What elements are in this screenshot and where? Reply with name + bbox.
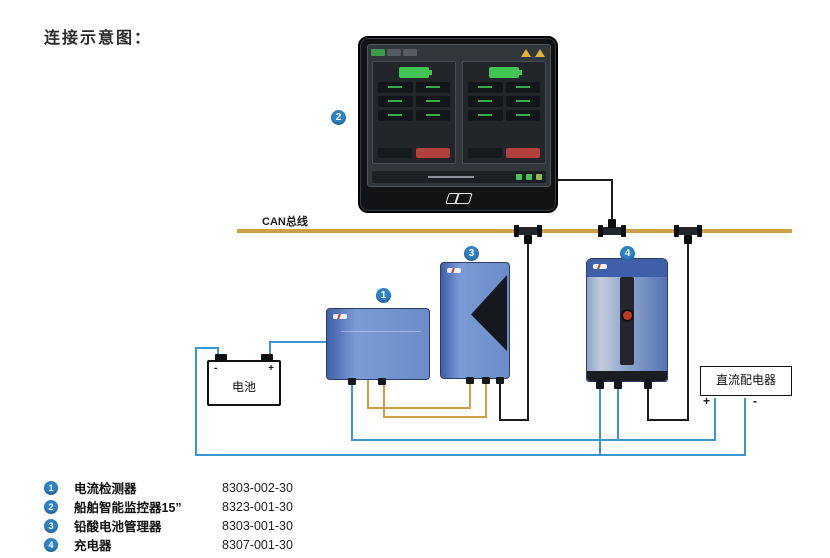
wire-detector-to-dc-plus [351, 380, 716, 441]
connector-stub [482, 377, 490, 384]
badge-1: 1 [376, 288, 391, 303]
alert-indicator [416, 148, 450, 158]
wire-battery-to-dc-minus [195, 347, 746, 456]
indicator-light [622, 311, 632, 320]
device-current-detector [326, 308, 430, 380]
battery-level-icon [489, 67, 522, 78]
wire-battery-to-detector [269, 341, 326, 356]
brand-logo [445, 193, 473, 204]
battery-terminal-negative [215, 354, 227, 361]
dc-distributor: 直流配电器 [700, 366, 792, 396]
connector-stub [496, 377, 504, 384]
status-led-icon [516, 174, 522, 180]
page-title: 连接示意图： [44, 30, 153, 47]
screen-statusbar [372, 171, 546, 183]
battery-minus-sign: - [214, 363, 218, 374]
battery-label: 电池 [231, 380, 256, 394]
front-panel-graphic [471, 275, 507, 351]
wire-can-to-charger [647, 236, 689, 421]
legend-badge: 1 [44, 480, 58, 495]
badge-4: 4 [620, 246, 635, 261]
legend-part-number: 8323-001-30 [222, 499, 293, 514]
badge-2: 2 [331, 110, 346, 125]
wire-monitor-to-can [556, 179, 613, 227]
alert-indicator [506, 148, 540, 158]
connector-stub [378, 378, 386, 385]
brand-logo [447, 268, 461, 273]
device-smart-monitor [358, 36, 558, 213]
brand-logo [593, 264, 607, 269]
badge-3: 3 [464, 246, 479, 261]
can-tee-connector [514, 221, 542, 245]
battery-plus-sign: + [268, 363, 274, 374]
legend-item: 4 充电器 8307-001-30 [44, 535, 293, 554]
legend-part-number: 8303-001-30 [222, 518, 293, 533]
screen-topbar [371, 48, 547, 59]
battery-level-icon [399, 67, 432, 78]
legend-badge: 2 [44, 499, 58, 514]
wire-detector-to-manager-1 [367, 379, 471, 409]
connector-stub [348, 378, 356, 385]
wire-can-to-manager [499, 236, 529, 421]
legend-badge: 3 [44, 518, 58, 533]
legend-name: 船舶智能监控器15” [74, 501, 182, 515]
status-led-icon [536, 174, 542, 180]
screen-panel-left [372, 61, 456, 164]
monitor-screen [367, 44, 551, 187]
legend-name: 铅酸电池管理器 [74, 520, 162, 534]
brand-logo [333, 314, 347, 319]
can-tee-connector [598, 219, 626, 245]
dc-minus-sign: - [753, 394, 757, 408]
charger-front-strip [620, 277, 634, 365]
battery-terminal-positive [261, 354, 273, 361]
device-charger [586, 258, 668, 382]
connector-stub [596, 380, 604, 389]
warning-icon [521, 49, 531, 57]
legend-item: 3 铅酸电池管理器 8303-001-30 [44, 516, 293, 535]
legend-part-number: 8307-001-30 [222, 537, 293, 552]
status-led-icon [526, 174, 532, 180]
legend-item: 2 船舶智能监控器15” 8323-001-30 [44, 497, 293, 516]
device-battery-manager [440, 262, 510, 379]
can-tee-connector [674, 221, 702, 245]
can-bus-label: CAN总线 [262, 216, 308, 228]
legend-item: 1 电流检测器 8303-002-30 [44, 478, 293, 497]
dc-plus-sign: + [703, 394, 711, 408]
battery: - + 电池 [207, 354, 281, 406]
connector-stub [644, 380, 652, 389]
legend-name: 电流检测器 [74, 482, 137, 496]
screen-panel-right [462, 61, 546, 164]
connector-stub [614, 380, 622, 389]
wire-detector-to-manager-2 [383, 379, 487, 418]
legend: 1 电流检测器 8303-002-30 2 船舶智能监控器15” 8323-00… [44, 478, 293, 554]
warning-icon [535, 49, 545, 57]
legend-badge: 4 [44, 537, 58, 552]
legend-name: 充电器 [74, 539, 112, 553]
connector-stub [466, 377, 474, 384]
legend-part-number: 8303-002-30 [222, 480, 293, 495]
